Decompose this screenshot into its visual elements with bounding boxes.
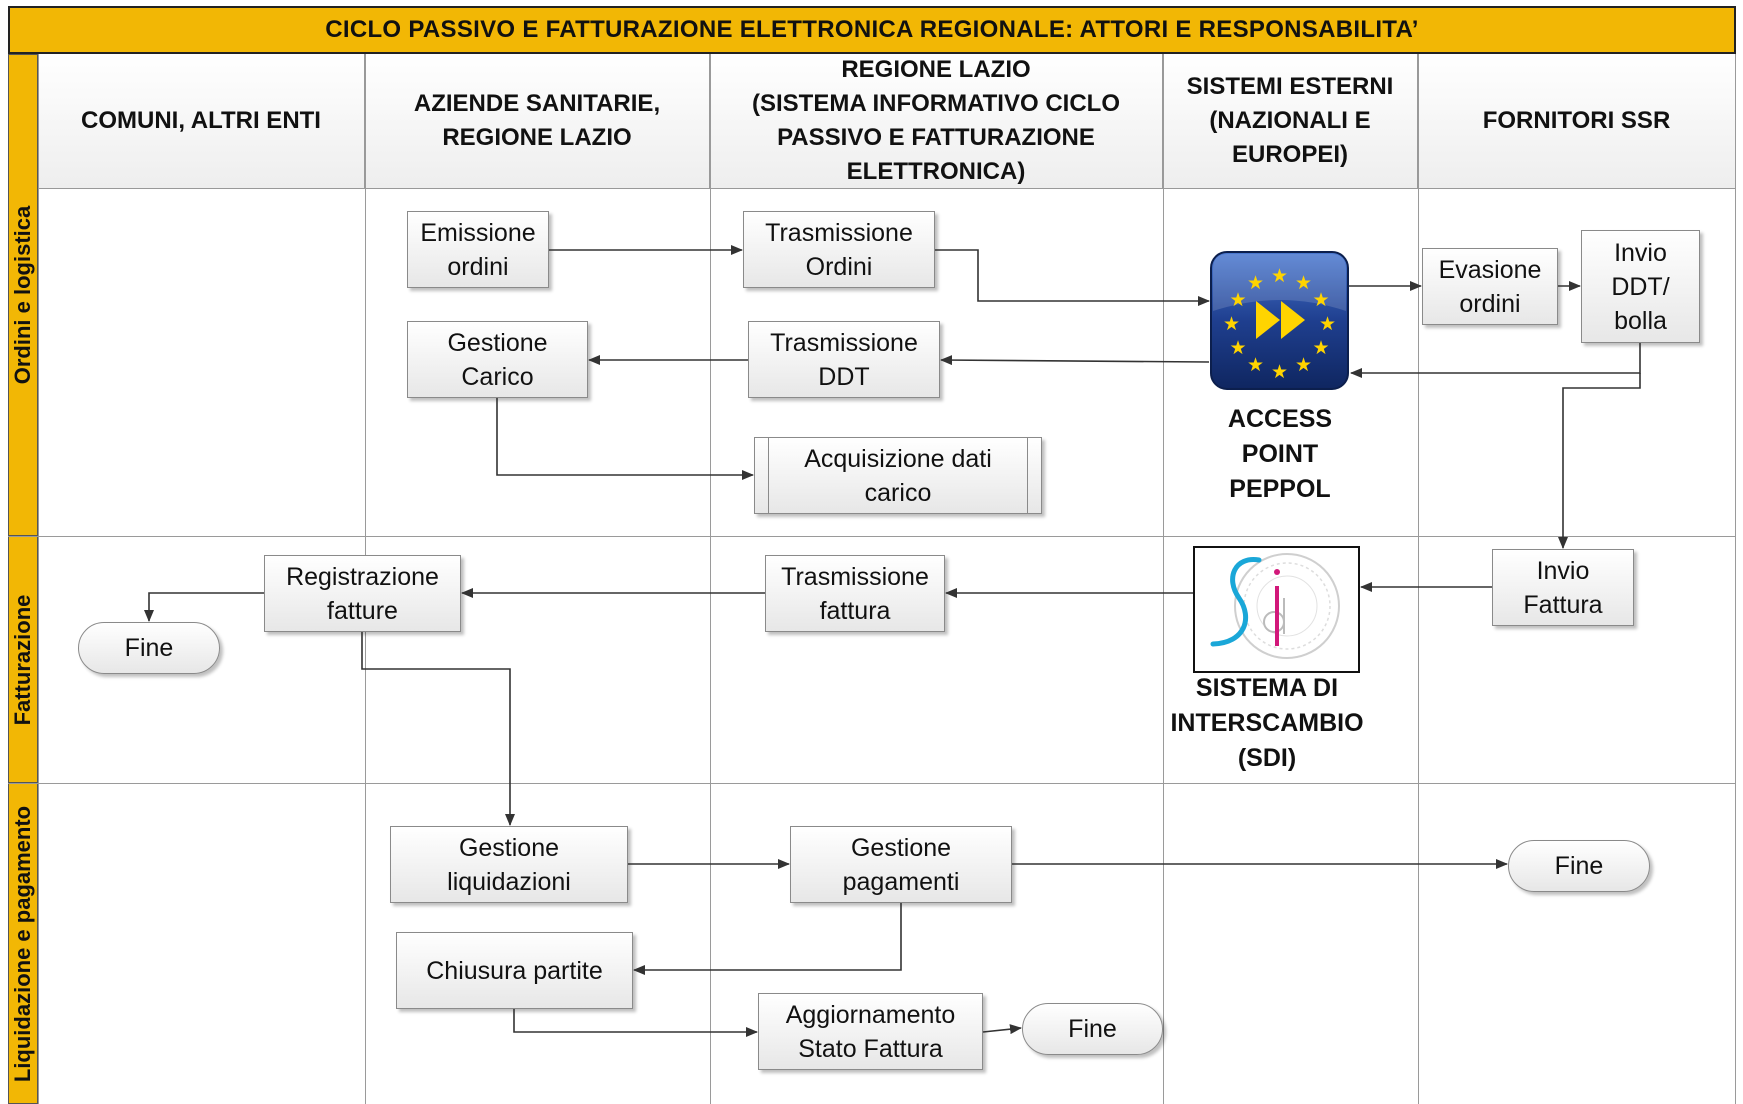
column-header-comuni: COMUNI, ALTRI ENTI <box>38 54 365 189</box>
sdi-caption: SISTEMA DI INTERSCAMBIO (SDI) <box>1170 674 1364 772</box>
svg-text:★: ★ <box>1271 361 1288 383</box>
svg-text:★: ★ <box>1312 289 1329 311</box>
node-acquisizione-dati-carico: Acquisizione dati carico <box>754 437 1042 514</box>
grid-line <box>1735 54 1736 1104</box>
node-gestione-liquidazioni: Gestione liquidazioni <box>390 826 628 903</box>
connector-trasmissione-ordini-to-peppol <box>935 249 1210 306</box>
node-emissione-ordini: Emissione ordini <box>407 211 549 288</box>
svg-text:★: ★ <box>1271 265 1288 287</box>
svg-text:★: ★ <box>1247 354 1264 376</box>
node-chiusura-partite: Chiusura partite <box>396 932 633 1009</box>
connector-gestione-carico-to-acquisizione <box>496 398 754 480</box>
svg-text:★: ★ <box>1229 289 1246 311</box>
peppol-logo: ★ ★ ★ ★ ★ ★ ★ ★ ★ ★ ★ ★ <box>1210 251 1349 390</box>
connector-aggiornamento-to-fine <box>982 1024 1022 1035</box>
column-header-aziende-sanitarie: AZIENDE SANITARIE, REGIONE LAZIO <box>365 54 710 189</box>
connector-chiusura-to-aggiornamento <box>513 1009 758 1037</box>
fast-forward-icon <box>1256 301 1305 339</box>
node-invio-ddt-bolla: Invio DDT/ bolla <box>1581 230 1700 343</box>
svg-text:★: ★ <box>1295 354 1312 376</box>
connector-peppol-to-trasmissione-ddt <box>940 355 1210 366</box>
node-fine-2: Fine <box>1508 840 1650 892</box>
sdi-logo <box>1193 546 1360 673</box>
node-evasione-ordini: Evasione ordini <box>1422 248 1558 325</box>
node-aggiornamento-stato-fattura: Aggiornamento Stato Fattura <box>758 993 983 1070</box>
svg-text:★: ★ <box>1247 272 1264 294</box>
grid-line <box>1163 54 1164 1104</box>
column-header-regione-lazio: REGIONE LAZIO (SISTEMA INFORMATIVO CICLO… <box>710 54 1163 189</box>
node-invio-fattura: Invio Fattura <box>1492 549 1634 626</box>
sdi-logo-icon <box>1210 553 1340 659</box>
node-gestione-pagamenti: Gestione pagamenti <box>790 826 1012 903</box>
connector-pagamenti-to-chiusura <box>633 903 902 975</box>
lane-fatturazione: Fatturazione <box>8 536 38 783</box>
svg-text:★: ★ <box>1312 337 1329 359</box>
lane-divider <box>8 783 1736 784</box>
svg-text:★: ★ <box>1223 313 1240 335</box>
svg-text:★: ★ <box>1229 337 1246 359</box>
diagram-title: CICLO PASSIVO E FATTURAZIONE ELETTRONICA… <box>8 6 1736 54</box>
lane-ordini-logistica: Ordini e logistica <box>8 54 38 536</box>
lane-liquidazione-pagamento: Liquidazione e pagamento <box>8 783 38 1104</box>
connector-registrazione-to-fine <box>144 592 264 622</box>
lane-divider <box>8 536 1736 537</box>
node-fine-3: Fine <box>1022 1003 1163 1055</box>
grid-line <box>1418 54 1419 1104</box>
column-header-sistemi-esterni: SISTEMI ESTERNI (NAZIONALI E EUROPEI) <box>1163 54 1418 189</box>
grid-line <box>710 54 711 1104</box>
svg-text:★: ★ <box>1295 272 1312 294</box>
node-fine-1: Fine <box>78 622 220 674</box>
eu-stars-icon: ★ ★ ★ ★ ★ ★ ★ ★ ★ ★ ★ ★ <box>1210 251 1349 390</box>
connector-invio-ddt-to-invio-fattura <box>1558 373 1641 549</box>
node-trasmissione-ordini: Trasmissione Ordini <box>743 211 935 288</box>
peppol-caption: ACCESS POINT PEPPOL <box>1227 405 1333 503</box>
connector-invio-ddt-to-peppol <box>1350 343 1641 378</box>
svg-text:★: ★ <box>1319 313 1336 335</box>
grid-line <box>38 54 39 1104</box>
node-registrazione-fatture: Registrazione fatture <box>264 555 461 632</box>
connector-registrazione-to-gestione-liquidazioni <box>361 632 515 826</box>
column-header-fornitori: FORNITORI SSR <box>1418 54 1736 189</box>
node-trasmissione-ddt: Trasmissione DDT <box>748 321 940 398</box>
node-trasmissione-fattura: Trasmissione fattura <box>765 555 945 632</box>
node-gestione-carico: Gestione Carico <box>407 321 588 398</box>
